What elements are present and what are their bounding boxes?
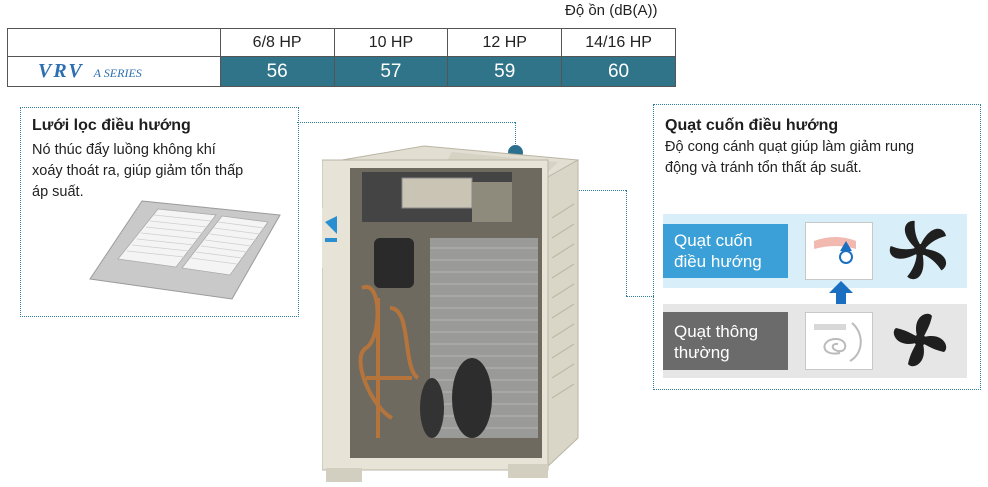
guided-fan-label: Quạt cuốn điều hướng [674, 230, 762, 272]
noise-table-value-row: VRV A SERIES 56 57 59 60 [7, 56, 676, 87]
filter-grille-panel [20, 107, 299, 317]
vrv-a-series-logo: VRV A SERIES [7, 56, 221, 87]
noise-col-header: 6/8 HP [219, 28, 335, 57]
turbulent-airflow-icon [814, 322, 862, 362]
guided-airflow-diagram [805, 222, 873, 280]
description-line: áp suất. [32, 184, 84, 200]
filter-grille-image [89, 200, 281, 300]
noise-value: 56 [219, 56, 335, 87]
series-logo-text: A SERIES [93, 66, 142, 80]
guided-fan-label-box [663, 224, 788, 278]
filter-grille-title: Lưới lọc điều hướng [32, 117, 191, 134]
label-line: Quạt cuốn [674, 231, 753, 250]
noise-col-header: 14/16 HP [561, 28, 676, 57]
label-line: Quạt thông [674, 322, 759, 341]
noise-table-caption: Độ ồn (dB(A)) [565, 2, 658, 19]
connector-line [626, 296, 654, 297]
connector-line [297, 122, 515, 123]
description-line: Độ cong cánh quạt giúp làm giảm rung [665, 139, 915, 155]
normal-airflow-diagram [805, 312, 873, 370]
filter-grille-description: Nó thúc đẩy luồng không khí xoáy thoát r… [32, 140, 243, 203]
guided-fan-title: Quạt cuốn điều hướng [665, 117, 839, 134]
noise-table: 6/8 HP 10 HP 12 HP 14/16 HP VRV A SERIES … [7, 28, 676, 87]
swept-fan-blade-icon [889, 220, 947, 280]
label-line: điều hướng [674, 252, 762, 271]
description-line: động và tránh tổn thất áp suất. [665, 160, 862, 176]
description-line: Nó thúc đẩy luồng không khí [32, 142, 216, 158]
label-line: thường [674, 343, 730, 362]
arrow-up-icon [829, 281, 853, 305]
noise-table-header-row: 6/8 HP 10 HP 12 HP 14/16 HP [7, 28, 676, 57]
noise-value: 60 [561, 56, 676, 87]
noise-value: 59 [447, 56, 563, 87]
normal-fan-label-box [663, 312, 788, 370]
conventional-fan-blade-icon [893, 313, 947, 367]
swirl-airflow-icon [814, 237, 856, 264]
noise-value: 57 [333, 56, 449, 87]
noise-col-header: 10 HP [333, 28, 449, 57]
noise-table-corner [7, 28, 221, 57]
outdoor-unit-image [322, 145, 580, 482]
guided-fan-description: Độ cong cánh quạt giúp làm giảm rung độn… [665, 137, 914, 179]
description-line: xoáy thoát ra, giúp giảm tổn thấp [32, 163, 244, 179]
connector-line [626, 190, 627, 296]
normal-fan-label: Quạt thông thường [674, 321, 758, 363]
guided-fan-panel [653, 104, 981, 390]
noise-col-header: 12 HP [447, 28, 563, 57]
connector-line [515, 122, 516, 152]
vrv-logo-text: VRV [38, 60, 84, 82]
